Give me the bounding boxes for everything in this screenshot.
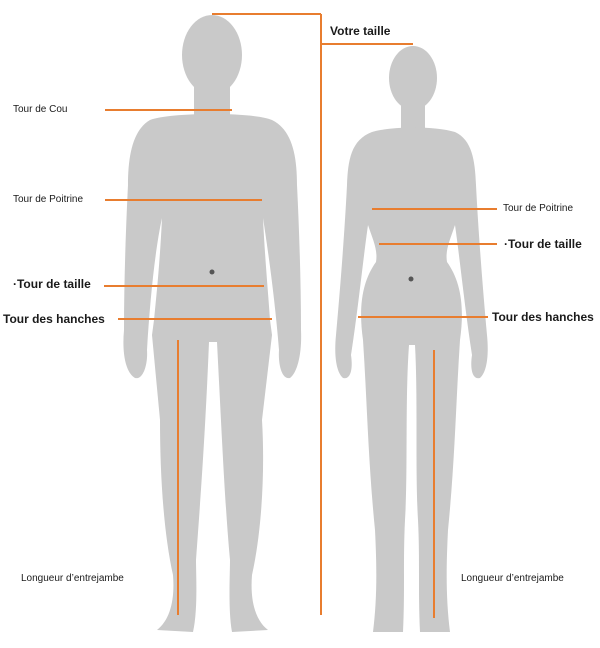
- woman-silhouette: [335, 46, 488, 632]
- man-silhouette: [123, 15, 302, 632]
- man-inseam-label: Longueur d’entrejambe: [21, 573, 124, 584]
- woman-navel: [408, 276, 414, 282]
- woman-waist-label: ·Tour de taille: [504, 237, 582, 251]
- woman-chest-label: Tour de Poitrine: [503, 203, 574, 214]
- height-label: Votre taille: [330, 24, 391, 38]
- man-measurement-lines: [104, 109, 272, 615]
- man-waist-label: ·Tour de taille: [13, 277, 91, 291]
- man-navel: [209, 269, 215, 275]
- man-hips-label: Tour des hanches: [3, 312, 105, 326]
- man-neck-label: Tour de Cou: [13, 104, 68, 115]
- man-chest-label: Tour de Poitrine: [13, 194, 84, 205]
- woman-hips-label: Tour des hanches: [492, 310, 594, 324]
- height-indicator: [212, 13, 413, 615]
- woman-measurement-lines: [358, 208, 497, 618]
- woman-inseam-label: Longueur d’entrejambe: [461, 573, 564, 584]
